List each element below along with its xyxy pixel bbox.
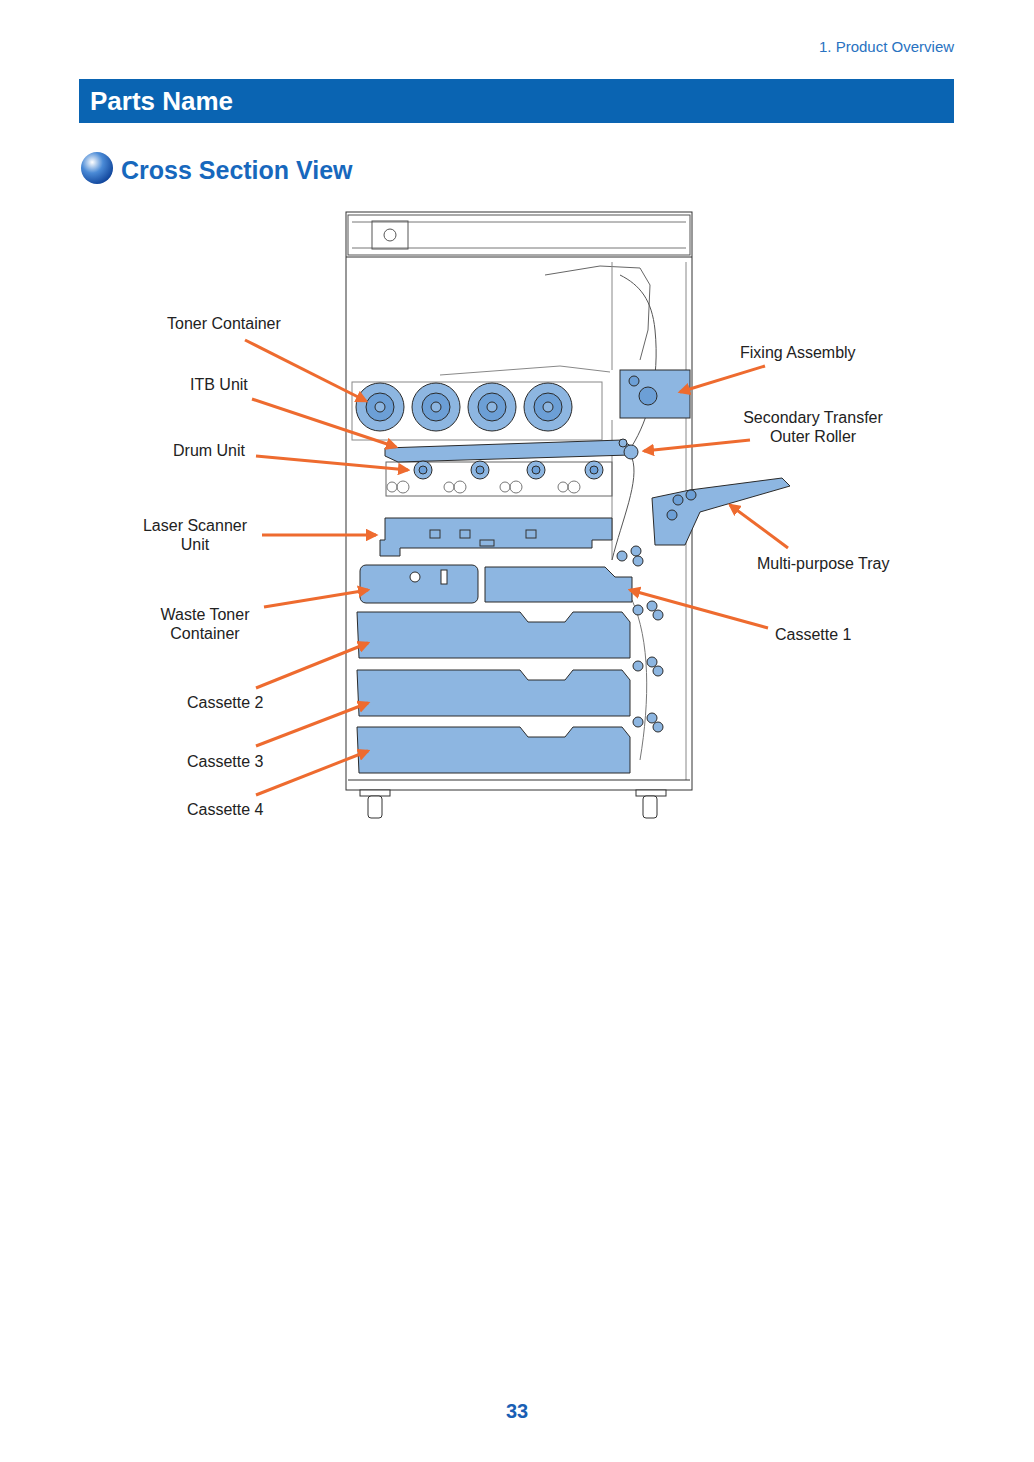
itb-unit: [385, 440, 632, 462]
part-name: Drum Unit: [173, 441, 245, 460]
part-name: Laser Scanner Unit: [135, 516, 255, 554]
section-bullet: [81, 152, 113, 184]
part-name: Secondary Transfer Outer Roller: [738, 408, 888, 446]
part-name: Cassette 1: [775, 625, 851, 644]
machine-body: [346, 212, 692, 790]
part-name: Cassette 3: [187, 752, 263, 771]
cassette-2: [357, 612, 630, 658]
page-title: Parts Name: [90, 86, 233, 116]
section-heading: Cross Section View: [121, 155, 353, 185]
waste-toner-container: [360, 565, 478, 603]
part-name: Waste Toner Container: [150, 605, 260, 643]
fixing-assembly: [620, 370, 690, 418]
pickup-rollers: [617, 546, 663, 732]
cassette-1: [485, 567, 632, 602]
secondary-transfer-roller: [624, 445, 638, 459]
part-name: ITB Unit: [190, 375, 248, 394]
chapter-header: 1. Product Overview: [819, 38, 954, 56]
part-name: Fixing Assembly: [740, 343, 856, 362]
leader-arrows: [245, 340, 788, 795]
part-name: Cassette 2: [187, 693, 263, 712]
casters: [360, 790, 666, 818]
laser-scanner-unit: [380, 518, 612, 556]
drum-units: [414, 461, 603, 479]
cassette-3: [357, 670, 630, 716]
part-name: Cassette 4: [187, 800, 263, 819]
blue-parts: [356, 370, 790, 773]
page-number: 33: [506, 1399, 528, 1423]
cassette-4: [357, 727, 630, 773]
part-name: Toner Container: [167, 314, 281, 333]
title-bar: Parts Name: [79, 79, 954, 123]
toner-containers: [356, 383, 572, 431]
part-name: Multi-purpose Tray: [757, 554, 890, 573]
